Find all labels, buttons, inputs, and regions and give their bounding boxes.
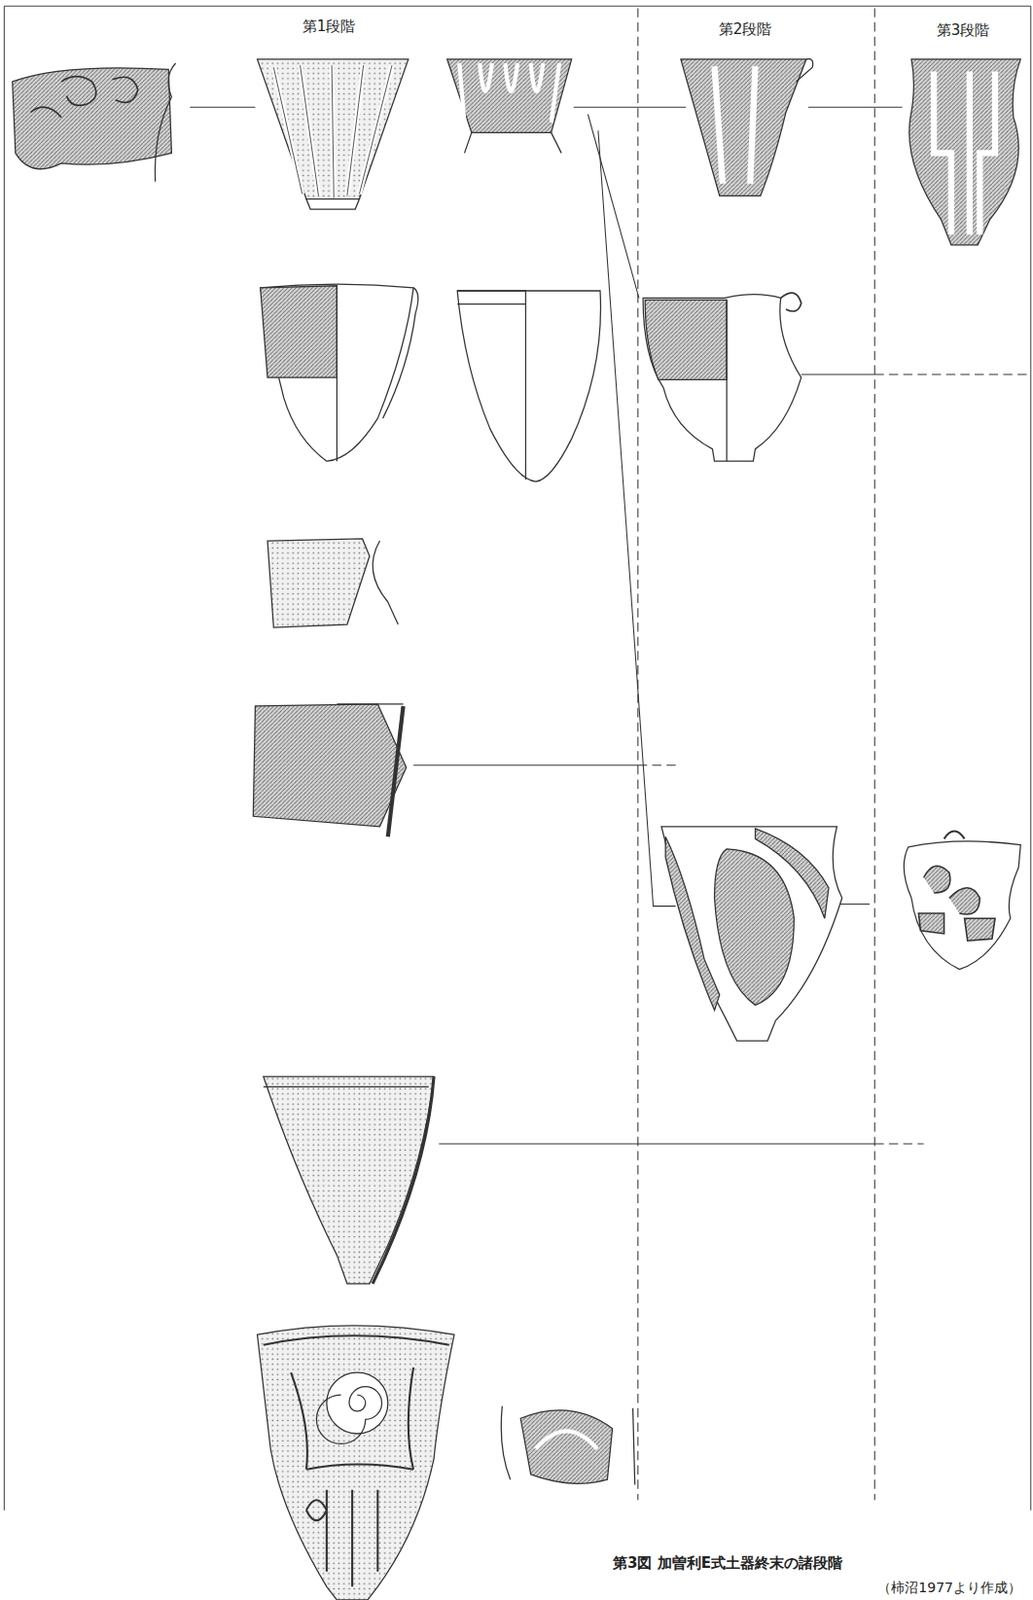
stage-heading: 第1段階 [299,17,359,36]
stage-heading: 第3段階 [933,21,994,40]
source-note: （柿沼1977より作成） [874,1579,1025,1598]
figure-caption: 第3図 加曽利E式土器終末の諸段階 [609,1554,846,1573]
stage-heading: 第2段階 [715,20,776,39]
